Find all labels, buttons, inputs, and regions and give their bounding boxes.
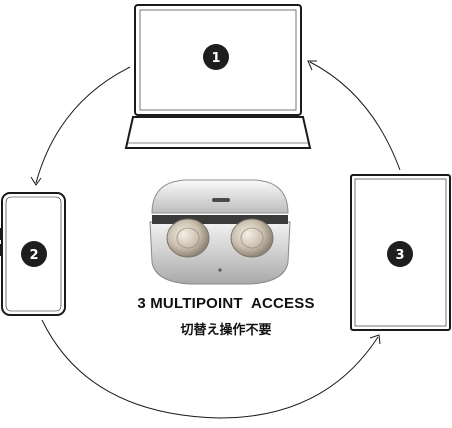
- multipoint-headline: 3 MULTIPOINT ACCESS: [137, 295, 315, 312]
- laptop-base: [124, 116, 312, 149]
- arc-phone-to-tablet: [41, 319, 379, 419]
- connection-arcs: [30, 60, 401, 419]
- right-earbud: [230, 218, 274, 258]
- badge-number-1: 1: [211, 51, 220, 66]
- badge-smartphone: 2: [21, 241, 47, 267]
- arrowhead-tablet: [369, 334, 381, 345]
- no-switching-subtitle: 切替え操作不要: [180, 323, 272, 338]
- arc-laptop-to-phone: [35, 66, 131, 184]
- arrowhead-laptop: [307, 60, 317, 71]
- laptop-device: [124, 4, 312, 149]
- arc-tablet-to-laptop: [309, 61, 401, 171]
- badge-number-3: 3: [395, 248, 404, 263]
- badge-tablet: 3: [387, 241, 413, 267]
- badge-laptop: 1: [203, 44, 229, 70]
- badge-number-2: 2: [29, 248, 38, 263]
- left-earbud: [166, 218, 210, 258]
- earbuds-case-image: [149, 179, 291, 285]
- case-lid: [151, 179, 289, 214]
- arrowhead-phone: [30, 176, 42, 186]
